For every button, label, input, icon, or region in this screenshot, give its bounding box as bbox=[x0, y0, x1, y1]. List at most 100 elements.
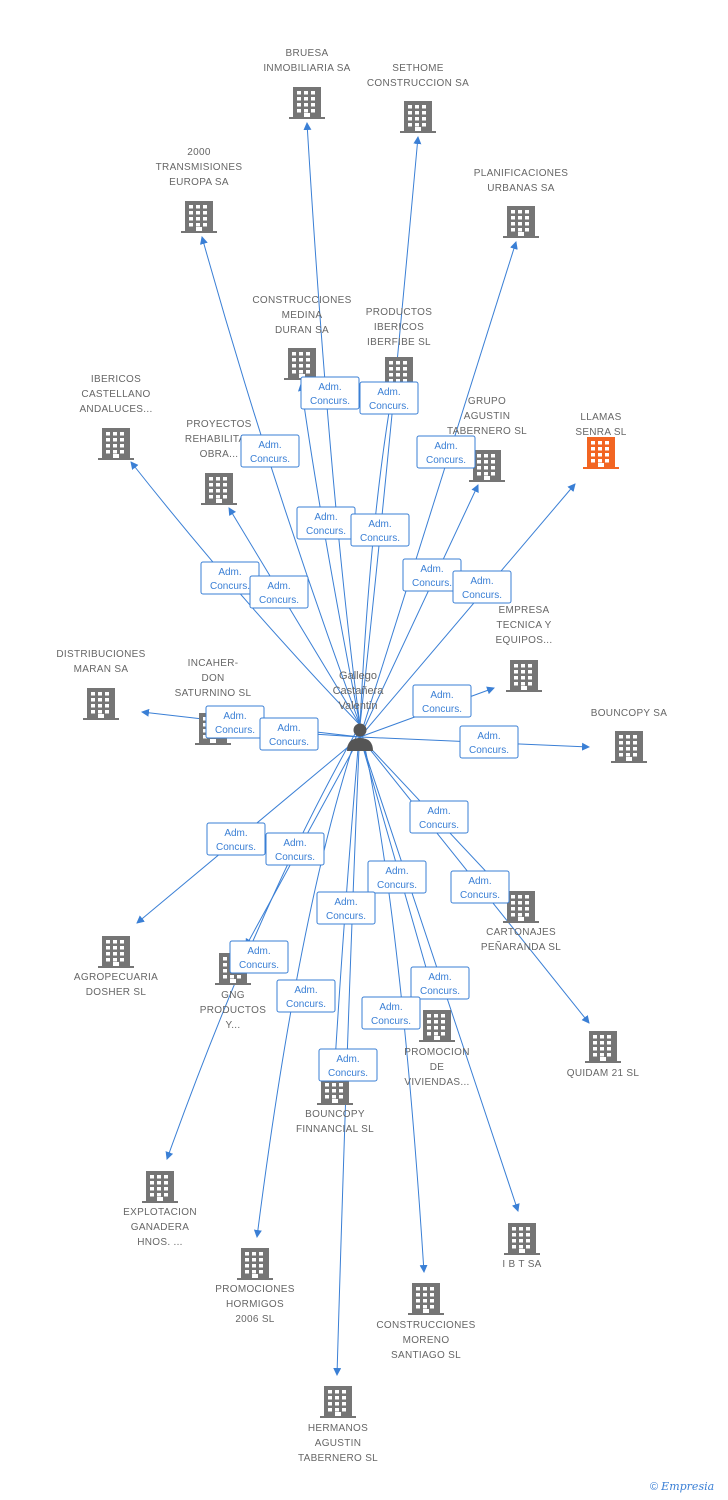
company-name-line: FINNANCIAL SL bbox=[296, 1124, 374, 1135]
edge-label-adm-concurs: Adm.Concurs. bbox=[205, 705, 265, 739]
edge-label-line: Concurs. bbox=[469, 745, 509, 756]
edge-label-line: Concurs. bbox=[215, 725, 255, 736]
edge-label-line: Concurs. bbox=[269, 737, 309, 748]
company-name-line: EMPRESA bbox=[498, 605, 549, 616]
edge-grupo-agustin bbox=[359, 484, 479, 738]
company-name-line: CARTONAJES bbox=[486, 927, 556, 938]
person-name-line: Castañera bbox=[333, 685, 385, 697]
company-name-line: PROMOCIONES bbox=[215, 1284, 294, 1295]
copyright-symbol: © bbox=[650, 1481, 659, 1493]
edge-planificaciones bbox=[359, 241, 518, 738]
company-name-line: CONSTRUCCIONES bbox=[252, 295, 351, 306]
building-icon bbox=[201, 473, 237, 505]
company-name-line: TABERNERO SL bbox=[447, 426, 527, 437]
company-name-line: TRANSMISIONES bbox=[156, 162, 243, 173]
edge-label-line: Adm. bbox=[267, 581, 290, 592]
edge-labels-layer: Adm. Concurs. Adm. Concurs. Adm. Concurs. Adm.… bbox=[200, 376, 519, 1082]
company-node-proyectos[interactable]: PROYECTOSREHABILITACOBRA... bbox=[185, 419, 253, 505]
building-icon bbox=[611, 731, 647, 763]
company-name-line: IBERICOS bbox=[91, 374, 141, 385]
edge-label-line: Concurs. bbox=[460, 890, 500, 901]
company-name-line: CASTELLANO bbox=[81, 389, 150, 400]
edge-construcciones-moreno bbox=[359, 724, 428, 1273]
edge-label-line: Adm. bbox=[318, 382, 341, 393]
company-node-ibt[interactable]: I B T SA bbox=[502, 1223, 541, 1270]
company-node-bouncopy-sa[interactable]: BOUNCOPY SA bbox=[591, 708, 667, 763]
edge-label-adm-concurs: Adm.Concurs. bbox=[318, 1048, 378, 1082]
company-name-line: SANTIAGO SL bbox=[391, 1350, 461, 1361]
footer-brand: © Empresia bbox=[650, 1480, 714, 1493]
edge-label-adm-concurs: Adm.Concurs. bbox=[459, 725, 519, 759]
company-node-explotacion[interactable]: EXPLOTACIONGANADERAHNOS. ... bbox=[123, 1171, 197, 1248]
company-name-line: DURAN SA bbox=[275, 325, 329, 336]
company-name-line: MARAN SA bbox=[74, 664, 129, 675]
building-icon bbox=[98, 936, 134, 968]
building-icon bbox=[237, 1248, 273, 1280]
company-name-line: MEDINA bbox=[282, 310, 323, 321]
person-name-line: Gallego bbox=[339, 670, 377, 682]
building-icon bbox=[400, 101, 436, 133]
edge-label-line: Adm. bbox=[385, 866, 408, 877]
edge-llamas-senra bbox=[359, 483, 576, 738]
edge-label-line: Concurs. bbox=[360, 533, 400, 544]
edge-label-adm-concurs: Adm. Concurs. bbox=[359, 381, 419, 415]
edge-promociones-hormigos bbox=[253, 724, 361, 1238]
company-name-line: DE bbox=[430, 1062, 445, 1073]
company-name-line: ANDALUCES... bbox=[79, 404, 152, 415]
person-name-line: Valentin bbox=[339, 700, 378, 712]
edge-label-line: Concurs. bbox=[369, 401, 409, 412]
company-node-quidam[interactable]: QUIDAM 21 SL bbox=[567, 1031, 640, 1079]
edge-label-adm-concurs: Adm. Concurs. bbox=[240, 434, 300, 468]
company-name-line: IBERFIBE SL bbox=[367, 337, 431, 348]
edge-2000-transmisiones bbox=[200, 236, 361, 726]
company-name-line: EXPLOTACION bbox=[123, 1207, 197, 1218]
edge-label-adm-concurs: Adm.Concurs. bbox=[452, 570, 512, 604]
company-name-line: SATURNINO SL bbox=[175, 688, 252, 699]
company-name-line: PEÑARANDA SL bbox=[481, 940, 561, 953]
edge-label-adm-concurs: Adm.Concurs. bbox=[410, 966, 470, 1000]
company-node-promocion-viviendas[interactable]: PROMOCIONDEVIVIENDAS... bbox=[404, 1010, 469, 1088]
edge-label-line: Adm. bbox=[434, 441, 457, 452]
edge-label-line: Adm. bbox=[468, 876, 491, 887]
company-name-line: GANADERA bbox=[131, 1222, 190, 1233]
company-node-cartonajes[interactable]: CARTONAJES PEÑARANDA SL bbox=[481, 891, 561, 953]
company-node-construcciones-medina[interactable]: CONSTRUCCIONES MEDINA DURAN SA bbox=[252, 295, 351, 380]
edge-label-line: Concurs. bbox=[250, 454, 290, 465]
edge-label-line: Concurs. bbox=[377, 880, 417, 891]
edge-label-line: Adm. bbox=[368, 519, 391, 530]
company-name-line: LLAMAS bbox=[580, 412, 621, 423]
company-name-line: QUIDAM 21 SL bbox=[567, 1068, 640, 1079]
company-node-ibericos-castellano[interactable]: IBERICOS CASTELLANO ANDALUCES... bbox=[79, 374, 152, 460]
building-icon bbox=[469, 450, 505, 482]
company-name-line: Y... bbox=[226, 1020, 241, 1031]
edge-label-line: Adm. bbox=[258, 440, 281, 451]
company-name-line: TECNICA Y bbox=[496, 620, 551, 631]
edge-label-line: Concurs. bbox=[371, 1016, 411, 1027]
edge-label-line: Adm. bbox=[420, 564, 443, 575]
edge-label-line: Concurs. bbox=[328, 1068, 368, 1079]
edge-label-line: Concurs. bbox=[426, 455, 466, 466]
edge-label-line: Concurs. bbox=[216, 842, 256, 853]
company-node-empresa-tecnica[interactable]: EMPRESA TECNICA Y EQUIPOS... bbox=[496, 605, 553, 692]
company-name-line: 2006 SL bbox=[235, 1314, 274, 1325]
company-name-line: GRUPO bbox=[468, 396, 506, 407]
edge-label-line: Adm. bbox=[377, 387, 400, 398]
company-name-line: EQUIPOS... bbox=[496, 635, 553, 646]
edge-label-line: Adm. bbox=[427, 806, 450, 817]
edge-label-line: Concurs. bbox=[420, 986, 460, 997]
